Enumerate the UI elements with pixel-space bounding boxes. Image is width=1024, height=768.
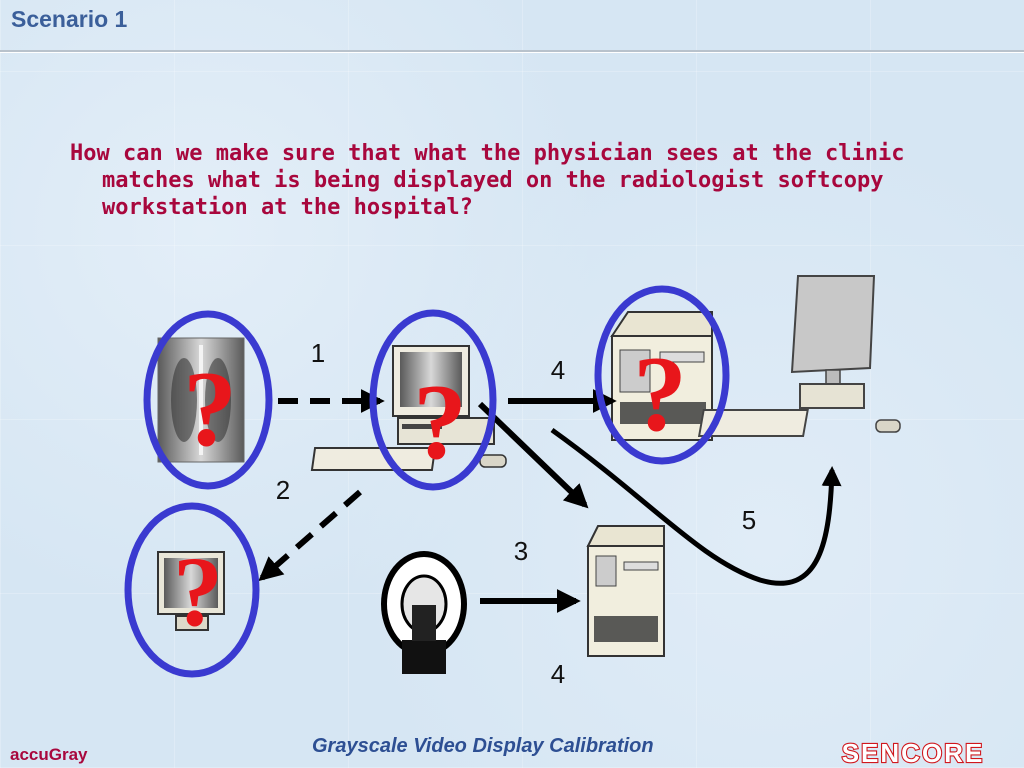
arrow-step-2-dashed	[258, 489, 362, 582]
xray-film-icon	[157, 337, 245, 463]
footer-caption: Grayscale Video Display Calibration	[312, 735, 654, 757]
highlight-circle-monitor	[124, 502, 260, 678]
sencore-logo-text: SENCORE	[842, 740, 985, 766]
question-text: How can we make sure that what the physi…	[70, 141, 905, 220]
accugray-label: accuGray	[10, 745, 88, 764]
slide-title: Scenario 1	[11, 6, 128, 32]
step-label-3: 3	[514, 536, 528, 566]
question-mark-printer: ?	[633, 335, 687, 454]
question-mark-monitor: ?	[173, 536, 223, 647]
step-label-4-bottom: 4	[551, 659, 565, 689]
ct-scanner-icon	[381, 551, 467, 674]
arrow-step-5-curved	[550, 427, 842, 586]
highlight-circle-printer	[594, 285, 730, 465]
workstation-computer-icon	[310, 345, 507, 471]
film-processor-icon	[586, 525, 665, 657]
title-divider	[0, 50, 1024, 53]
highlight-circle-xray	[143, 310, 273, 490]
step-label-2: 2	[276, 475, 290, 505]
film-printer-icon	[610, 311, 713, 441]
question-mark-xray: ?	[183, 350, 237, 469]
radiologist-workstation-icon	[697, 275, 901, 437]
highlight-circle-workstation	[369, 309, 497, 491]
question-mark-workstation: ?	[413, 363, 467, 482]
clinic-monitor-icon	[157, 551, 225, 631]
step-label-5: 5	[742, 505, 756, 535]
sencore-logo: SENCORE	[841, 740, 985, 766]
arrow-to-film-processor	[477, 401, 589, 509]
step-label-4-top: 4	[551, 355, 565, 385]
step-label-1: 1	[311, 338, 325, 368]
